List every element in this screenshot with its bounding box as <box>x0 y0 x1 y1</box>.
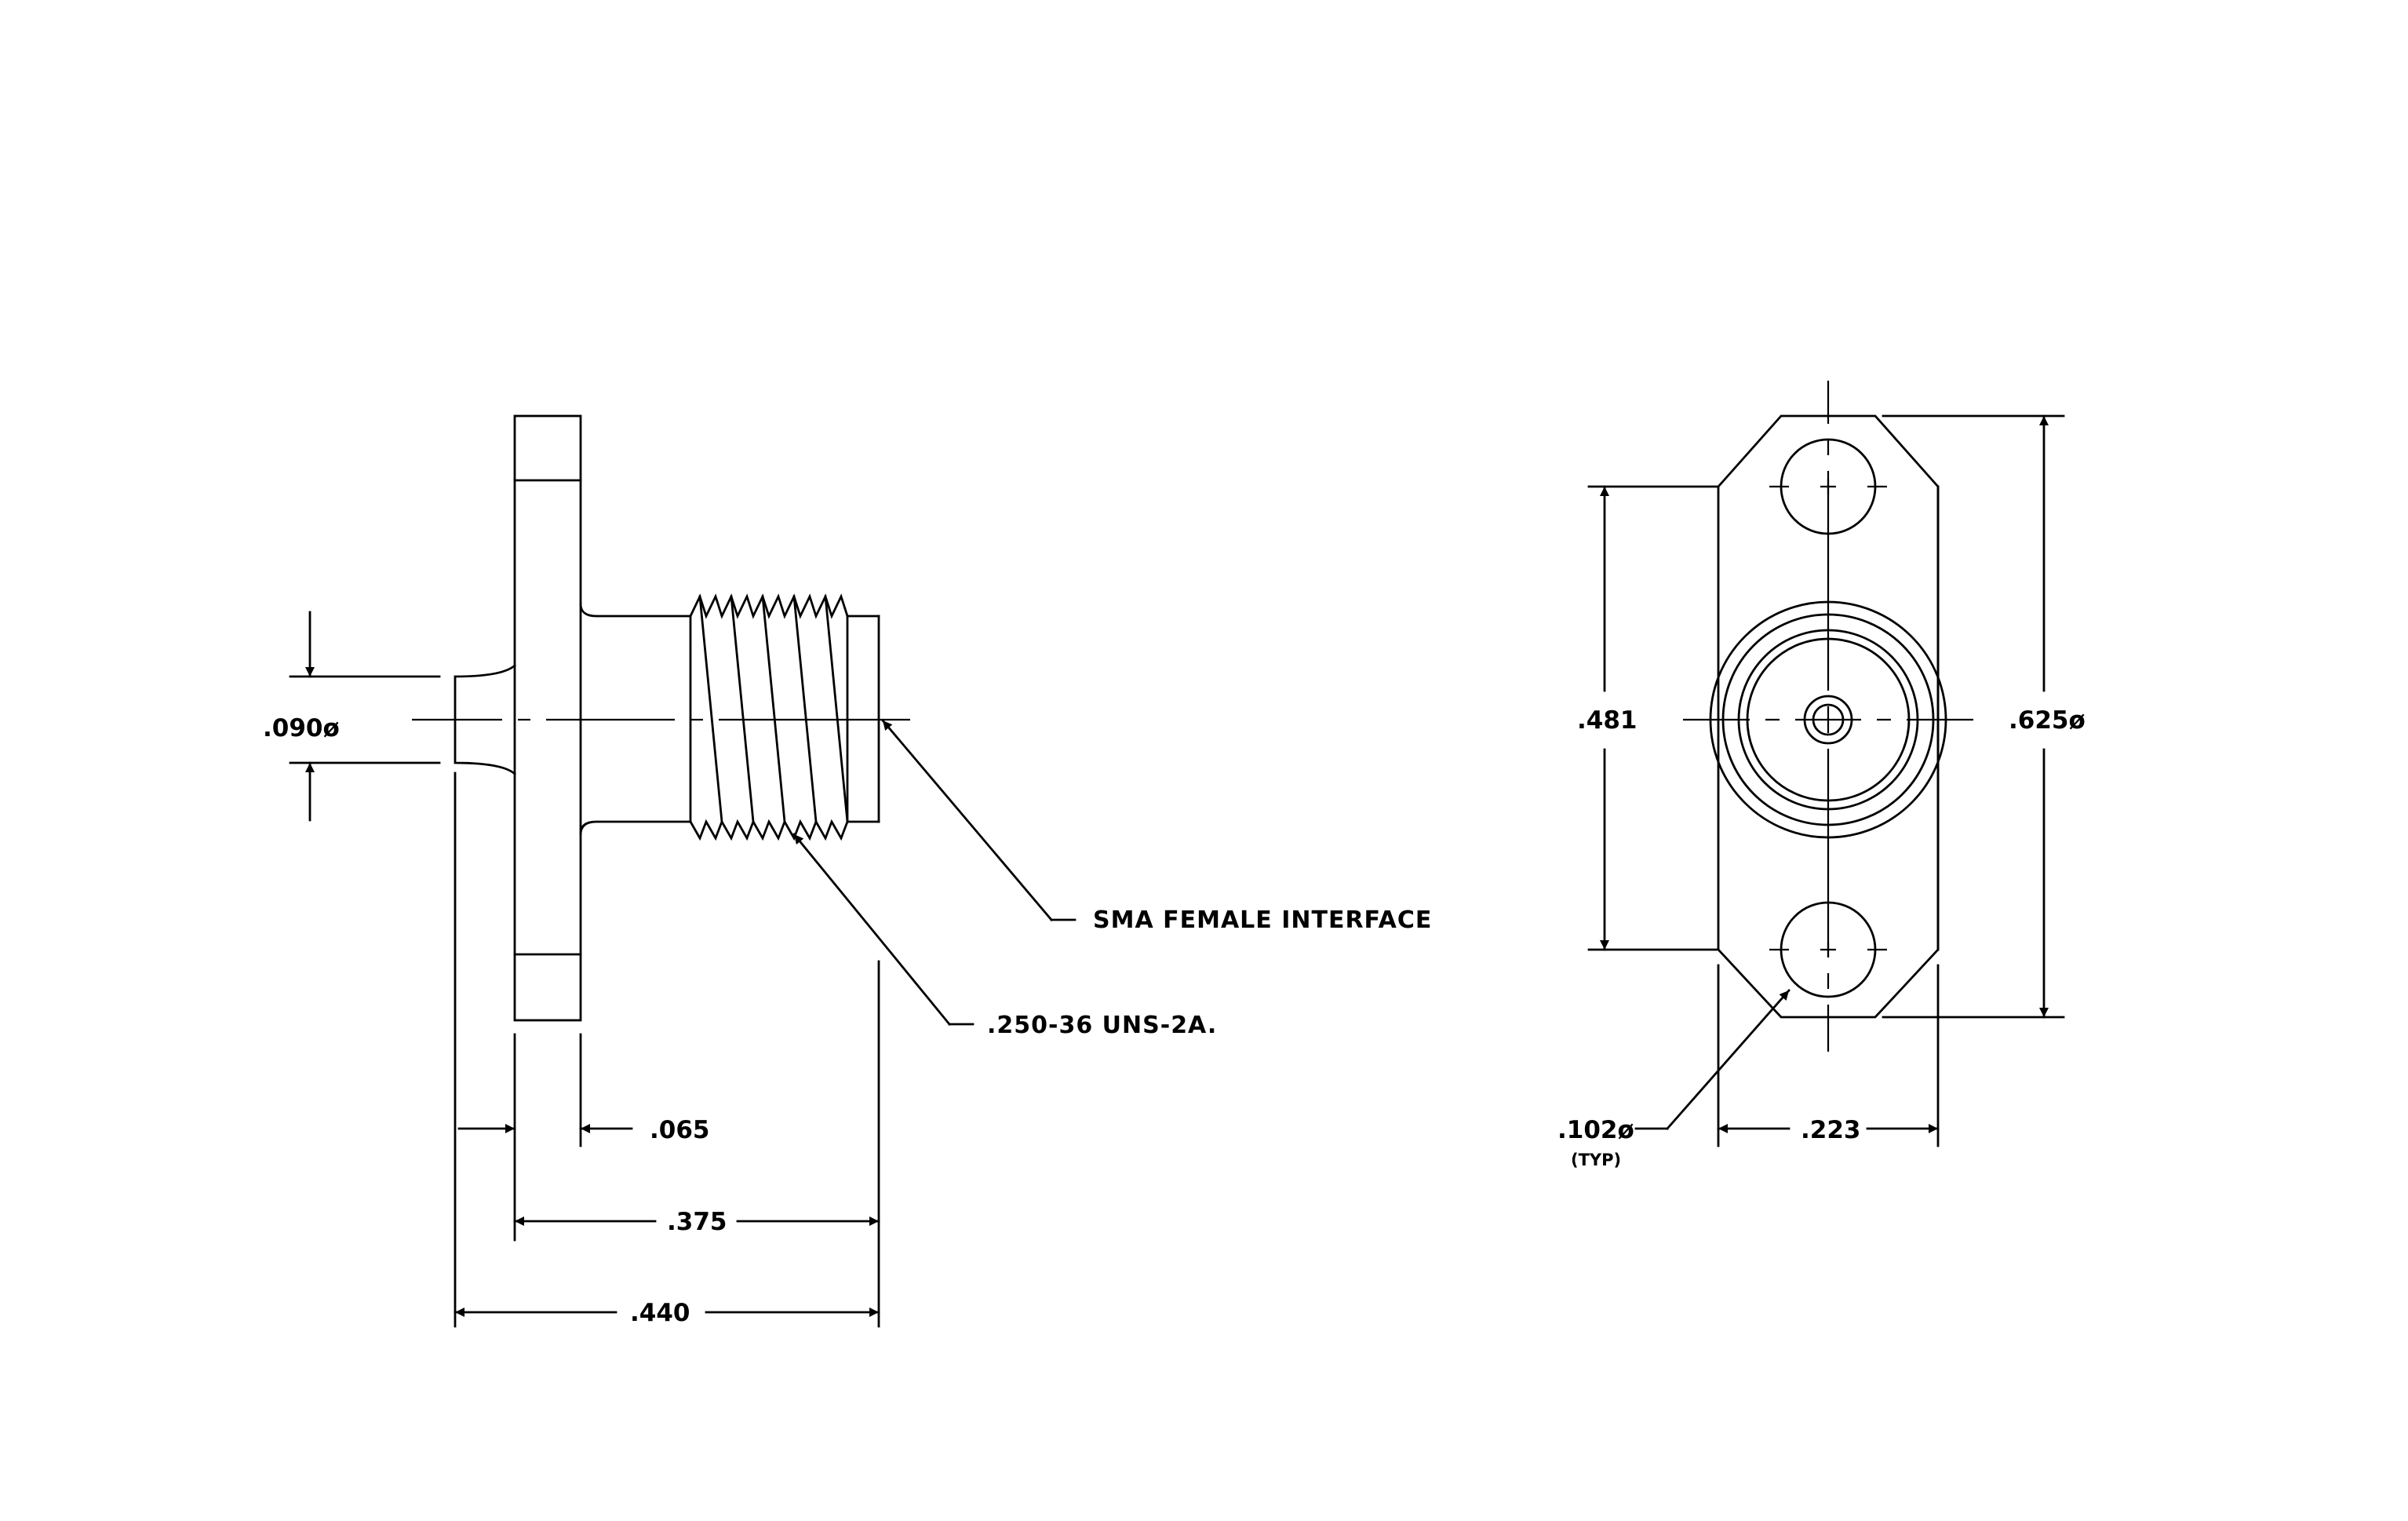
overall-length-dimension: .440 <box>454 1299 880 1327</box>
flange-outline <box>513 414 582 1022</box>
interface-leader: SMA FEMALE INTERFACE <box>881 719 1432 934</box>
hole-spacing-label: .481 <box>1577 706 1638 735</box>
interface-callout: SMA FEMALE INTERFACE <box>1093 906 1432 934</box>
connector-body <box>579 603 692 835</box>
thread-leader: .250-36 UNS-2A. <box>792 833 1217 1039</box>
overall-length-label: .440 <box>630 1299 690 1327</box>
threaded-section <box>689 593 880 841</box>
hole-diameter-note: (TYP) <box>1571 1151 1621 1169</box>
flange-thickness-label: .065 <box>650 1116 710 1144</box>
flange-thickness-dimension: .065 <box>457 1116 710 1144</box>
hole-spacing-dimension: .481 <box>1577 485 1720 951</box>
flange-height-dimension: .625ø <box>1882 414 2086 1019</box>
front-flange-outline <box>1717 414 1940 1019</box>
flange-width-dimension: .223 <box>1717 964 1940 1147</box>
side-extension-lines <box>454 771 880 1328</box>
pin-diameter-label: .090ø <box>263 714 340 742</box>
thread-callout: .250-36 UNS-2A. <box>987 1012 1217 1039</box>
flange-width-label: .223 <box>1801 1116 1861 1144</box>
pin-diameter-dimension: .090ø <box>263 611 441 822</box>
hole-diameter-leader: .102ø (TYP) <box>1557 989 1791 1169</box>
front-centerlines <box>1683 381 1973 1052</box>
front-view: .481 .625ø .223 .102ø (TYP) <box>1557 381 2086 1169</box>
body-length-dimension: .375 <box>513 1208 880 1236</box>
hole-diameter-label: .102ø <box>1557 1116 1634 1144</box>
side-view: .090ø .065 .375 .440 <box>263 414 1432 1328</box>
flange-height-label: .625ø <box>2009 706 2086 735</box>
body-length-label: .375 <box>667 1208 727 1236</box>
